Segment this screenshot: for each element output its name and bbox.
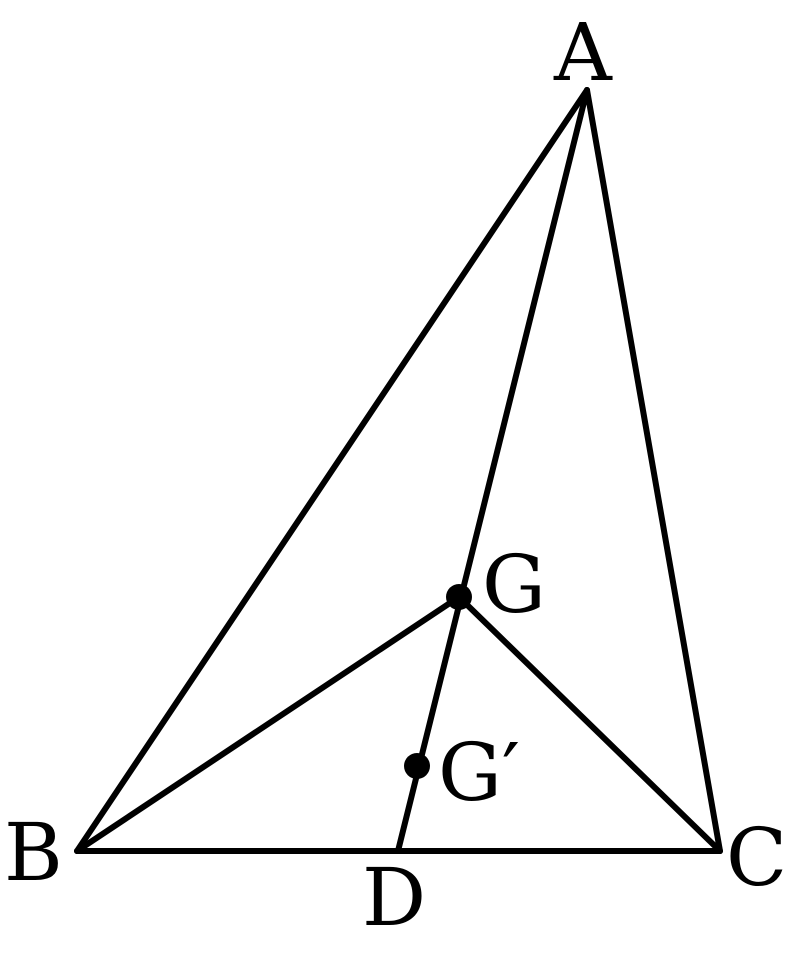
label-c: C <box>726 811 787 904</box>
segment-ac <box>584 87 723 854</box>
label-d: D <box>362 851 426 944</box>
segment-bg <box>74 594 462 854</box>
label-g-prime: G′ <box>438 726 520 819</box>
label-b: B <box>4 806 63 899</box>
point-g <box>446 584 472 610</box>
label-a: A <box>553 6 613 99</box>
point-g-prime <box>404 753 430 779</box>
label-g: G <box>482 538 546 631</box>
segment-ad <box>395 87 590 854</box>
segment-cg <box>456 594 723 854</box>
segment-ab <box>74 87 590 854</box>
